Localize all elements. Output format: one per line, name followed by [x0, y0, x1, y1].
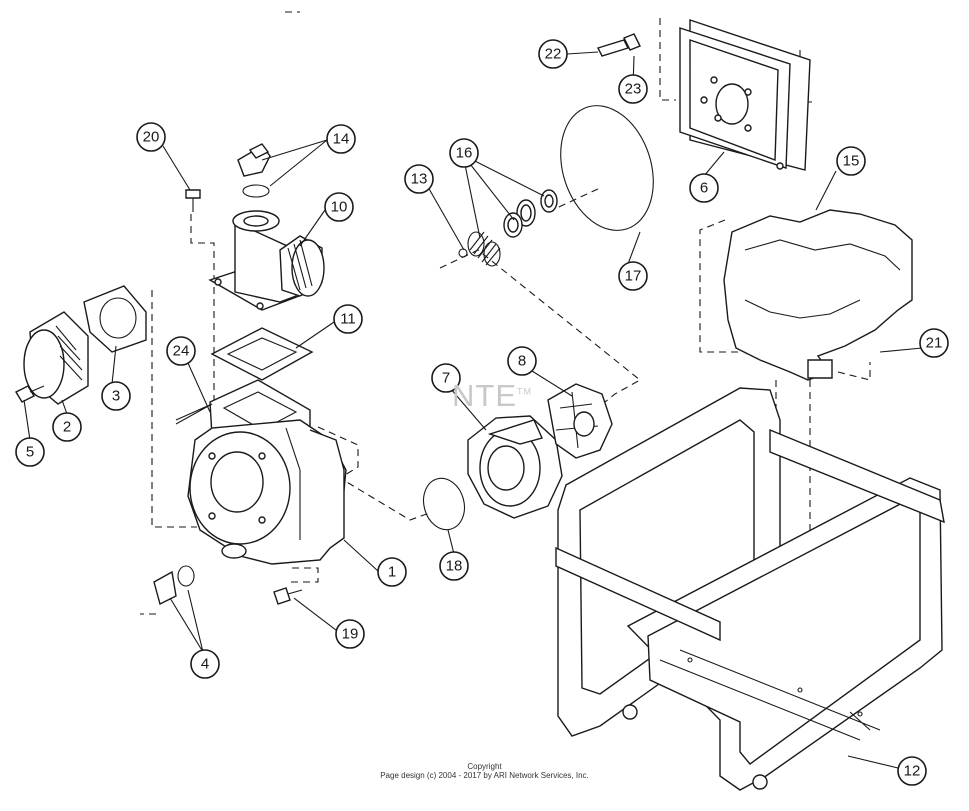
discharge-elbow: [208, 210, 325, 311]
callout-label: 13: [411, 171, 428, 188]
callout-17: 17: [618, 261, 648, 291]
callout-label: 12: [904, 763, 921, 780]
plug-screw: [185, 189, 201, 212]
callout-label: 21: [926, 335, 943, 352]
callout-label: 18: [446, 558, 463, 575]
pump-frame: [555, 387, 945, 791]
footer-page-design: Page design (c) 2004 - 2017 by ARI Netwo…: [380, 771, 589, 780]
callout-label: 17: [625, 268, 642, 285]
large-o-ring: [560, 105, 654, 231]
engine-outline: [723, 209, 913, 381]
callout-21: 21: [919, 328, 949, 358]
callout-3: 3: [101, 381, 131, 411]
callout-16: 16: [449, 138, 479, 168]
nte-watermark: NTETM: [452, 378, 532, 414]
callout-label: 20: [143, 129, 160, 146]
callout-label: 15: [843, 153, 860, 170]
callout-label: 24: [173, 343, 190, 360]
callout-22: 22: [538, 39, 568, 69]
spring: [458, 231, 501, 267]
callout-18: 18: [439, 551, 469, 581]
callout-label: 10: [331, 199, 348, 216]
impeller: [547, 383, 613, 459]
priming-cap: [237, 143, 271, 198]
callout-label: 3: [112, 388, 120, 405]
callout-12: 12: [897, 756, 927, 786]
volute: [467, 415, 563, 519]
suction-flange: [23, 285, 147, 405]
callout-10: 10: [324, 192, 354, 222]
watermark-text: NTE: [452, 378, 517, 413]
callout-label: 11: [340, 311, 356, 328]
callout-15: 15: [836, 146, 866, 176]
callout-7: 7: [431, 363, 461, 393]
pump-casing: [187, 379, 347, 565]
callout-label: 8: [518, 353, 526, 370]
callout-14: 14: [326, 124, 356, 154]
drain-plug: [153, 565, 195, 606]
mechanical-seal: [503, 189, 558, 238]
callout-label: 19: [342, 626, 359, 643]
callout-19: 19: [335, 619, 365, 649]
callout-8: 8: [507, 346, 537, 376]
callout-label: 14: [333, 131, 350, 148]
stud-bolt: [597, 33, 641, 57]
callout-label: 1: [388, 564, 396, 581]
footer-copyright: Copyright: [467, 762, 502, 771]
flange-gasket: [210, 327, 314, 381]
leader-lines: [23, 51, 923, 769]
callout-6: 6: [689, 173, 719, 203]
flange-bolt: [15, 385, 45, 403]
callout-label: 2: [63, 419, 71, 436]
callout-5: 5: [15, 437, 45, 467]
callout-13: 13: [404, 164, 434, 194]
callout-1: 1: [377, 557, 407, 587]
callout-23: 23: [618, 74, 648, 104]
volute-o-ring: [422, 477, 466, 531]
callout-label: 4: [201, 656, 209, 673]
callout-24: 24: [166, 336, 196, 366]
callout-20: 20: [136, 122, 166, 152]
trademark-symbol: TM: [517, 386, 532, 397]
callout-label: 23: [625, 81, 642, 98]
callout-11: 11: [333, 304, 363, 334]
callout-label: 6: [700, 180, 708, 197]
callout-2: 2: [52, 412, 82, 442]
adapter-plate: [679, 19, 811, 171]
casing-bolt: [273, 587, 303, 605]
callout-label: 22: [545, 46, 562, 63]
callout-label: 5: [26, 444, 34, 461]
callout-4: 4: [190, 649, 220, 679]
callout-label: 7: [442, 370, 450, 387]
callout-label: 16: [456, 145, 473, 162]
